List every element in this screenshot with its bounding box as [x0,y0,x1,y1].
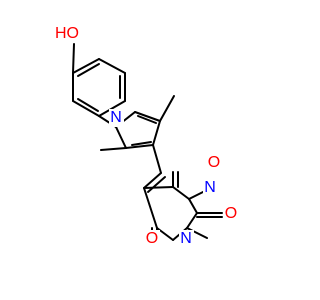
bond [125,144,154,149]
imide-nitrogen-top-label: N [204,179,216,196]
label-halo [203,179,218,197]
bond [115,126,127,149]
pyrrole-nitrogen-label: N [110,109,122,126]
bond [143,187,158,229]
bond [98,100,126,117]
carbonyl-oxygen-right-label: O [225,205,237,222]
bond [152,120,161,146]
atom-labels: HO N O N O N O [52,25,239,248]
label-halo [207,154,222,172]
bond [137,115,157,124]
bond [77,98,99,112]
methylidene-linker [143,172,166,193]
carbonyl-oxygen-top-label: O [208,154,220,171]
bond [131,141,152,146]
label-halo [109,109,124,127]
barbiturate-ring [143,171,223,243]
imide-nitrogen-bottom-label: N [180,230,192,247]
bond [186,212,198,229]
chemical-structure-diagram: HO N O N O N O [52,25,239,248]
bond [152,144,162,174]
hydroxyl-label: HO [55,25,79,42]
carbonyl-oxygen-left-label: O [146,230,158,247]
label-halo [145,230,160,248]
bond [72,100,100,117]
bond [172,186,190,200]
bond [143,186,174,189]
bond [188,198,198,214]
label-halo [179,230,194,248]
bond [72,58,100,74]
bond [143,172,162,189]
label-halo [52,25,82,43]
pyrrole-ring [100,95,175,174]
bond [186,227,208,239]
label-halo [224,205,239,223]
bond [77,63,100,77]
bond [98,58,126,74]
bond [159,95,175,122]
bond [100,147,127,151]
bond [72,43,75,74]
bond [134,111,161,122]
bond [147,176,166,193]
phenol-ring [72,43,126,128]
